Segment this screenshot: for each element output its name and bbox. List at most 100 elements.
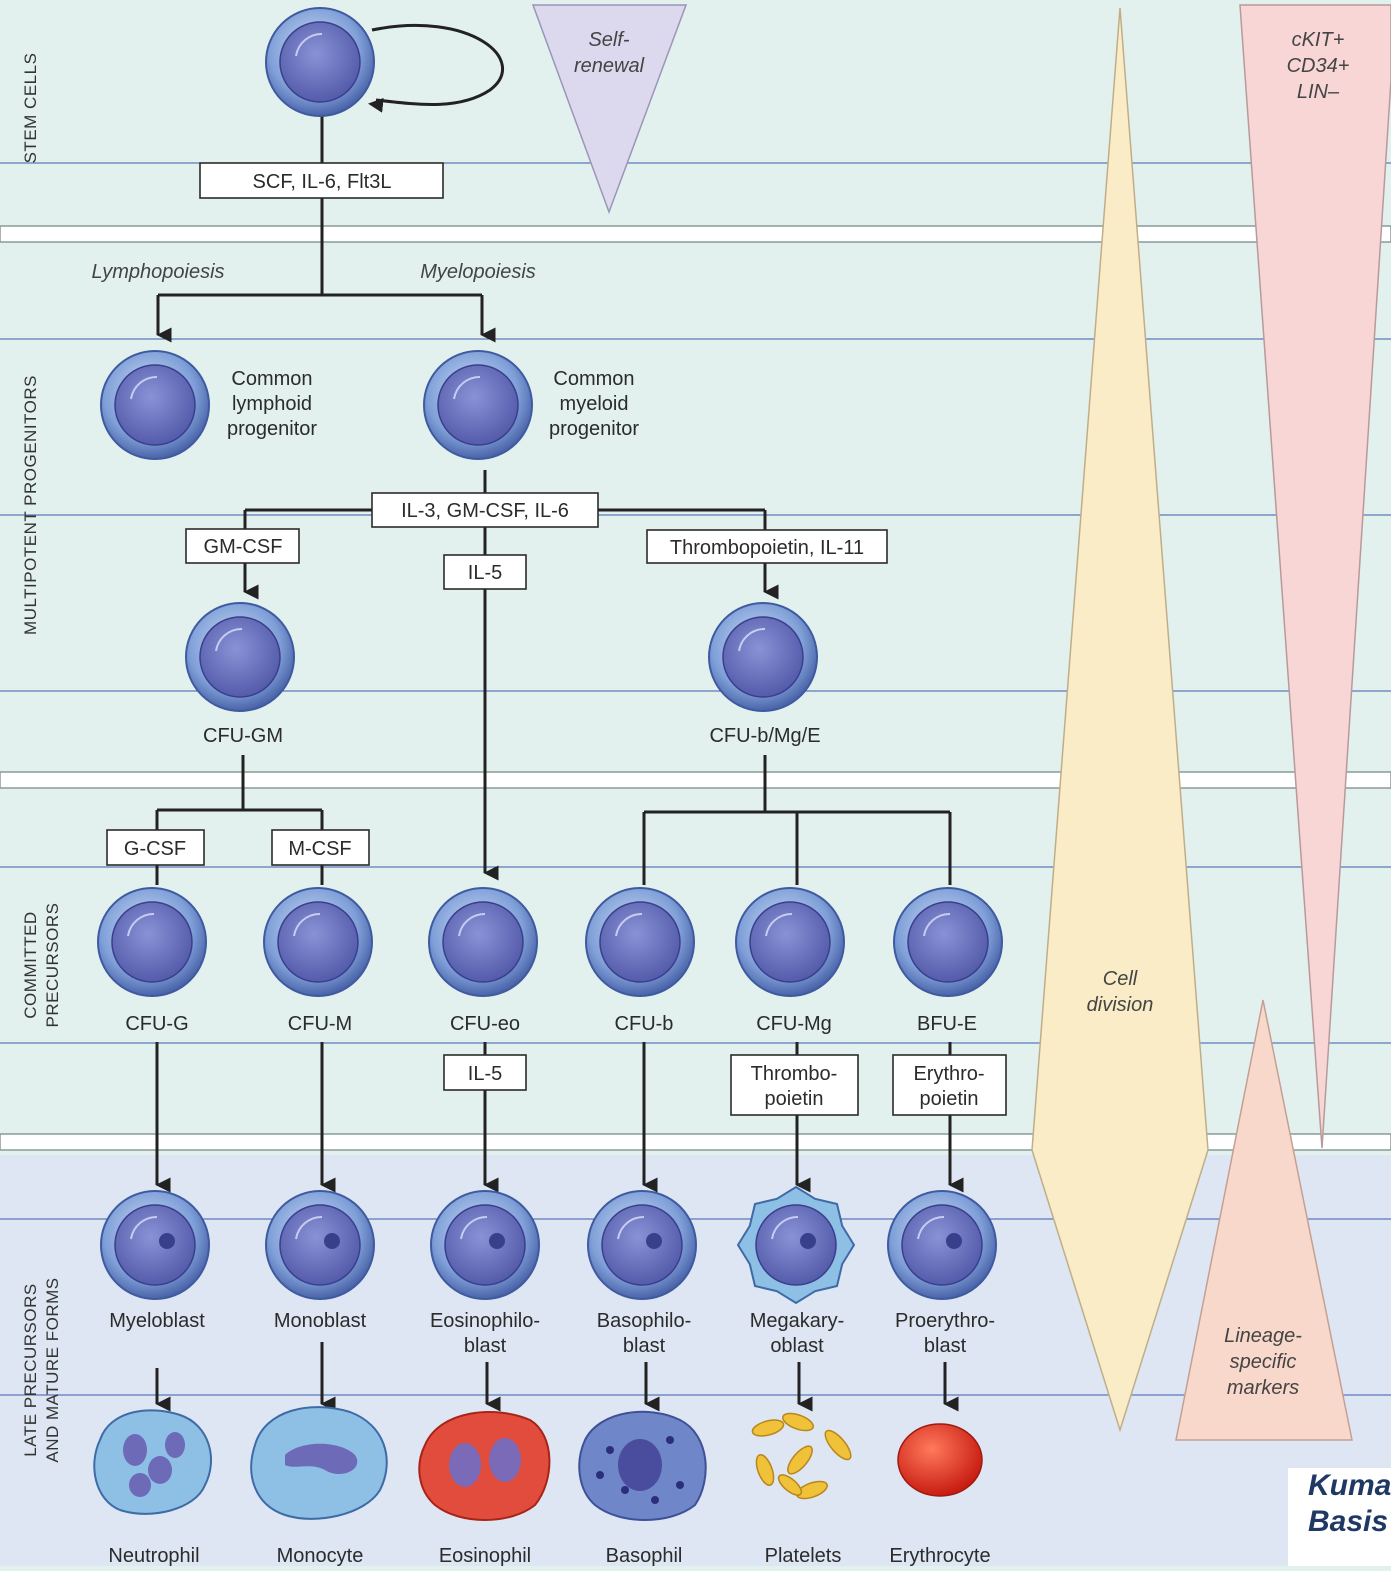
mature-label-monocyte: Monocyte xyxy=(277,1545,364,1566)
box-stem-factors xyxy=(199,162,444,199)
il5-b-label: IL-5 xyxy=(468,1063,502,1085)
lineage-label-3: markers xyxy=(1227,1377,1299,1399)
gm-csf-label: GM-CSF xyxy=(204,536,283,558)
myelopoiesis-label: Myelopoiesis xyxy=(420,261,536,283)
myeloid-label-3: progenitor xyxy=(549,418,639,440)
cfu-bmge-label: CFU-b/Mg/E xyxy=(709,725,820,747)
marker-label-3: LIN– xyxy=(1297,81,1340,103)
committed-label-bfu-e: BFU-E xyxy=(917,1013,977,1035)
box-il5-a xyxy=(443,554,527,590)
lineage-triangle xyxy=(1175,999,1353,1441)
lineage-label-2: specific xyxy=(1230,1351,1297,1373)
blast-label-monoblast: Monoblast xyxy=(274,1310,367,1332)
blast-label-basophilo-1: Basophilo- xyxy=(597,1310,692,1332)
citation-line-2: Basis xyxy=(1308,1505,1389,1538)
myeloblast-cell xyxy=(100,1190,210,1300)
cfu-g-cell xyxy=(97,887,207,997)
lymphoid-label-3: progenitor xyxy=(227,418,317,440)
lymphopoiesis-label: Lymphopoiesis xyxy=(91,261,224,283)
cfu-bmge-cell xyxy=(708,602,818,712)
mature-label-basophil: Basophil xyxy=(606,1545,683,1566)
cell-division-diamond xyxy=(1031,7,1209,1433)
stage-label-late-2: AND MATURE FORMS xyxy=(43,1277,62,1462)
committed-label-cfu-m: CFU-M xyxy=(288,1013,352,1035)
committed-label-cfu-mg: CFU-Mg xyxy=(756,1013,832,1035)
stage-label-stem: STEM CELLS xyxy=(21,53,40,164)
blast-label-proerythro-2: blast xyxy=(924,1335,967,1357)
marker-label-1: cKIT+ xyxy=(1292,29,1345,51)
connector-lines xyxy=(155,24,964,1412)
box-il5-b xyxy=(443,1054,527,1091)
tpo-il11-label: Thrombopoietin, IL-11 xyxy=(670,537,864,559)
blast-label-proerythro-1: Proerythro- xyxy=(895,1310,995,1332)
cfu-b-cell xyxy=(585,887,695,997)
basophiloblast-cell xyxy=(587,1190,697,1300)
epo-label-1: Erythro- xyxy=(913,1063,984,1085)
citation-line-1: Kumar xyxy=(1308,1469,1391,1502)
blast-label-eosinophilo-1: Eosinophilo- xyxy=(430,1310,540,1332)
box-g-csf xyxy=(106,829,205,866)
self-renewal-triangle xyxy=(531,4,688,215)
committed-label-cfu-b: CFU-b xyxy=(615,1013,674,1035)
blast-label-megakary-2: oblast xyxy=(770,1335,824,1357)
myeloid-factors-label: IL-3, GM-CSF, IL-6 xyxy=(401,500,569,522)
citation: Kumar Basis xyxy=(1288,1468,1391,1566)
myeloid-progenitor-cell xyxy=(423,350,533,460)
blast-label-eosinophilo-2: blast xyxy=(464,1335,507,1357)
box-epo xyxy=(892,1054,1007,1116)
stage-label-late-1: LATE PRECURSORS xyxy=(21,1283,40,1456)
stage-label-committed-2: PRECURSORS xyxy=(43,903,62,1028)
monoblast-cell xyxy=(265,1190,375,1300)
eosinophil-cell xyxy=(418,1411,551,1521)
il5-a-label: IL-5 xyxy=(468,562,502,584)
cfu-m-cell xyxy=(263,887,373,997)
blast-label-basophilo-2: blast xyxy=(623,1335,666,1357)
box-myeloid-factors xyxy=(371,492,599,528)
erythrocyte-cell xyxy=(897,1423,983,1497)
cell-division-label-2: division xyxy=(1087,994,1154,1016)
blast-label-megakary-1: Megakary- xyxy=(750,1310,844,1332)
lymphoid-progenitor-cell xyxy=(100,350,210,460)
blast-label-myeloblast: Myeloblast xyxy=(109,1310,205,1332)
bfu-e-cell xyxy=(893,887,1003,997)
myeloid-label-1: Common xyxy=(553,368,634,390)
g-csf-label: G-CSF xyxy=(124,838,186,860)
committed-label-cfu-eo: CFU-eo xyxy=(450,1013,520,1035)
cfu-eo-cell xyxy=(428,887,538,997)
megakaryoblast-cell xyxy=(736,1185,856,1305)
tpo-label-2: poietin xyxy=(765,1088,824,1110)
committed-label-cfu-g: CFU-G xyxy=(125,1013,188,1035)
tpo-label-1: Thrombo- xyxy=(751,1063,838,1085)
myeloid-label-2: myeloid xyxy=(560,393,629,415)
eosinophiloblast-cell xyxy=(430,1190,540,1300)
cfu-gm-label: CFU-GM xyxy=(203,725,283,747)
lymphoid-label-1: Common xyxy=(231,368,312,390)
mature-label-erythrocyte: Erythrocyte xyxy=(889,1545,990,1566)
neutrophil-cell xyxy=(93,1409,213,1515)
marker-label-2: CD34+ xyxy=(1287,55,1350,77)
self-renewal-label-2: renewal xyxy=(574,55,645,77)
cell-division-label-1: Cell xyxy=(1103,968,1138,990)
stage-label-multipotent: MULTIPOTENT PROGENITORS xyxy=(21,375,40,635)
epo-label-2: poietin xyxy=(920,1088,979,1110)
monocyte-cell xyxy=(250,1406,388,1520)
cfu-mg-cell xyxy=(735,887,845,997)
cell-group xyxy=(97,7,1003,1305)
mature-label-neutrophil: Neutrophil xyxy=(108,1545,199,1566)
stem-factors-label: SCF, IL-6, Flt3L xyxy=(253,171,392,193)
platelets-cells xyxy=(751,1412,852,1500)
lineage-label-1: Lineage- xyxy=(1224,1325,1302,1347)
stem-cell xyxy=(265,7,375,117)
lymphoid-label-2: lymphoid xyxy=(232,393,312,415)
self-renewal-label-1: Self- xyxy=(588,29,629,51)
box-tpo-il11 xyxy=(646,529,888,564)
cfu-gm-cell xyxy=(185,602,295,712)
proerythroblast-cell xyxy=(887,1190,997,1300)
box-gm-csf xyxy=(185,528,300,564)
m-csf-label: M-CSF xyxy=(288,838,351,860)
basophil-cell xyxy=(578,1410,707,1521)
mature-label-platelets: Platelets xyxy=(765,1545,842,1566)
stage-label-committed-1: COMMITTED xyxy=(21,911,40,1018)
